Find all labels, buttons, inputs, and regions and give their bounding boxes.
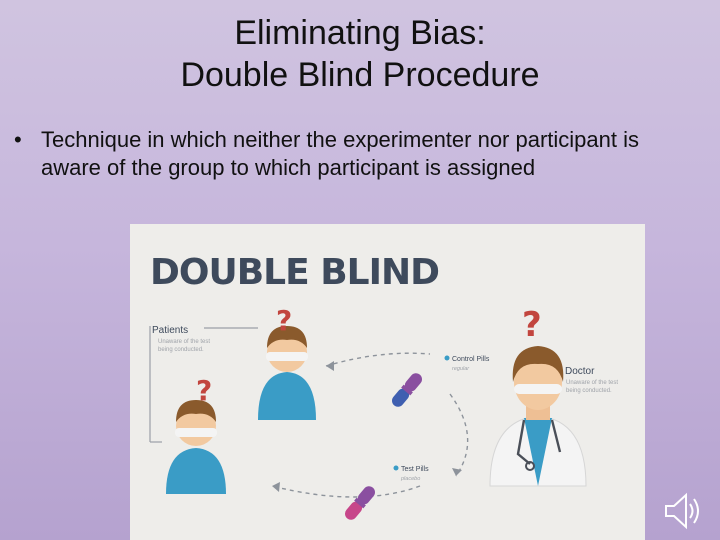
doctor-question-mark-icon: ?: [522, 305, 542, 345]
control-pills-label: Control Pills: [452, 356, 490, 363]
title-line-1: Eliminating Bias:: [234, 14, 486, 52]
bullet-text: Technique in which neither the experimen…: [41, 127, 639, 180]
doctor-note-2: being conducted.: [566, 388, 612, 394]
doctor-note-1: Unaware of the test: [566, 380, 618, 386]
control-pills-note: regular: [452, 366, 470, 372]
bullet-point: • Technique in which neither the experim…: [14, 126, 704, 182]
control-pills-dot: [444, 355, 450, 361]
patients-bracket: [149, 326, 258, 443]
speaker-icon[interactable]: [662, 488, 704, 539]
test-pill-icon: [345, 486, 375, 520]
test-pills-label: Test Pills: [401, 466, 429, 473]
cycle-arrows: [271, 352, 469, 498]
double-blind-illustration: DOUBLE BLIND Patients Unaware of the tes…: [130, 224, 645, 540]
patients-note-1: Unaware of the test: [158, 339, 210, 345]
patients-note-2: being conducted.: [158, 347, 204, 353]
control-pill-icon: [392, 373, 422, 407]
test-pills-note: placebo: [400, 476, 420, 482]
bullet-marker: •: [14, 127, 22, 152]
doctor-figure: [489, 346, 587, 487]
patient-figure-top: [258, 326, 316, 420]
test-pills-dot: [393, 465, 399, 471]
arrow-heads: [272, 361, 462, 492]
title-line-2: Double Blind Procedure: [180, 56, 540, 94]
doctor-label: Doctor: [565, 366, 595, 377]
patient-1-question-mark-icon: ?: [276, 304, 292, 337]
figure-heading: DOUBLE BLIND: [150, 252, 439, 293]
patient-figure-bottom: [166, 400, 226, 494]
patient-2-question-mark-icon: ?: [196, 374, 212, 407]
patients-label: Patients: [152, 325, 188, 336]
slide-title: Eliminating Bias: Double Blind Procedure: [0, 12, 720, 96]
